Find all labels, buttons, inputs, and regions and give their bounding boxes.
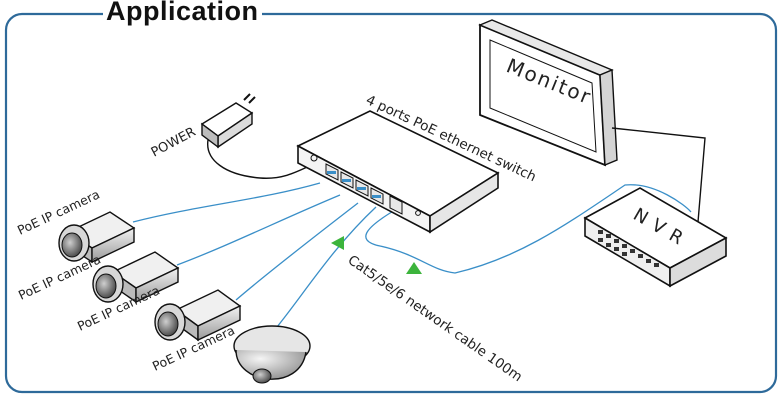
cable-switch-nvr	[365, 184, 692, 274]
frame-border	[4, 12, 778, 394]
camera-3	[154, 289, 242, 342]
power-cord	[207, 139, 319, 179]
poe-switch	[296, 110, 500, 234]
camera-2	[92, 251, 180, 304]
cable-camera-2	[176, 194, 341, 266]
nvr-recorder	[583, 187, 728, 288]
camera-4-dome	[233, 325, 311, 384]
label-power: POWER	[149, 125, 199, 161]
arrow-left-cable	[331, 236, 344, 250]
label-camera-2: PoE IP camera	[16, 252, 103, 303]
monitor	[478, 19, 706, 223]
arrow-right-cable	[406, 262, 422, 274]
network-cables	[132, 182, 692, 334]
power-adapter	[200, 93, 256, 149]
cable-camera-3	[235, 202, 359, 301]
cable-camera-1	[132, 182, 321, 223]
camera-1	[58, 211, 136, 264]
label-cable: Cat5/5e/6 network cable 100m	[345, 252, 525, 385]
diagram-heading: Application	[103, 0, 262, 28]
cable-camera-4	[271, 206, 377, 334]
